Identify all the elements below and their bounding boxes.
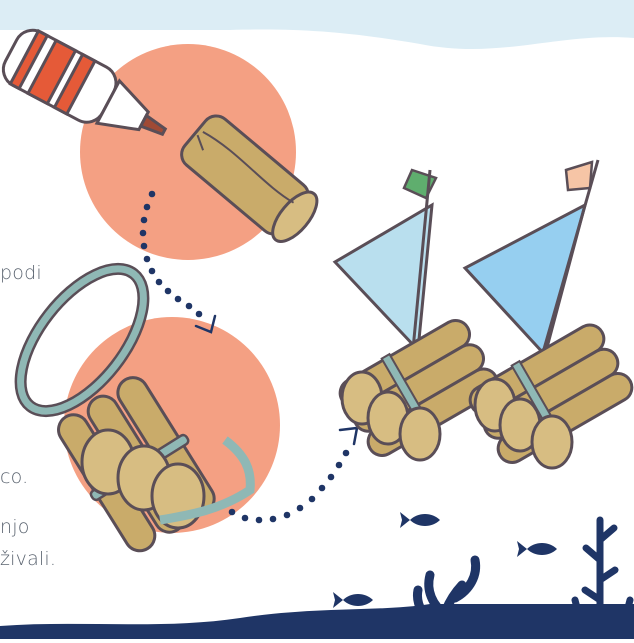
text-fragment-co: co. <box>0 466 28 488</box>
arrow-icon <box>340 428 357 444</box>
text-fragment-zivali: živali. <box>0 548 56 570</box>
fish-icon <box>333 592 373 608</box>
cork-raft-icon <box>464 160 634 471</box>
fish-icon <box>517 541 557 557</box>
text-fragment-podi: podi <box>0 262 42 284</box>
text-fragment-njo: njo <box>0 516 30 538</box>
sky-band <box>0 0 634 49</box>
sea-floor <box>0 604 634 639</box>
fish-icon <box>400 512 440 528</box>
